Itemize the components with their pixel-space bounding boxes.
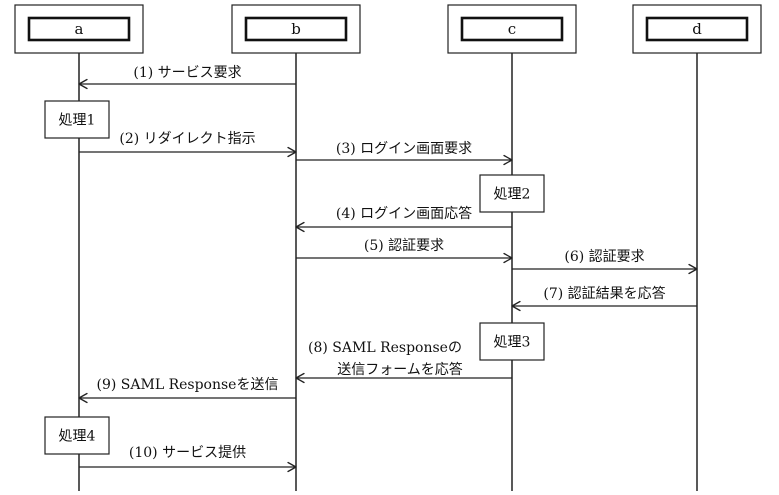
- participant-b: b: [231, 4, 361, 54]
- arrowhead-icon: [287, 146, 297, 158]
- arrowhead-icon: [503, 154, 513, 166]
- message-2: (2) リダイレクト指示: [79, 131, 297, 158]
- processes: 処理1 処理2 処理3 処理4: [44, 100, 545, 455]
- participant-label: b: [291, 20, 301, 38]
- process-label: 処理3: [494, 335, 531, 351]
- participant-label: c: [508, 20, 516, 38]
- process-box: [479, 322, 545, 361]
- message-6: (6) 認証要求: [512, 249, 698, 275]
- message-label: (3) ログイン画面要求: [336, 141, 472, 157]
- process-label: 処理1: [59, 113, 96, 129]
- participant-inner-box: [460, 16, 564, 42]
- message-label: (4) ログイン画面応答: [336, 205, 472, 222]
- arrowhead-icon: [78, 78, 88, 90]
- message-label: (5) 認証要求: [364, 238, 444, 254]
- arrowhead-icon: [511, 300, 521, 312]
- process-box: [44, 100, 110, 139]
- message-label: 送信フォームを応答: [337, 361, 463, 378]
- arrowhead-icon: [688, 263, 698, 275]
- participant-label: a: [75, 20, 84, 38]
- message-7: (7) 認証結果を応答: [511, 285, 697, 312]
- message-9: (9) SAML Responseを送信: [78, 377, 296, 404]
- message-label: (9) SAML Responseを送信: [97, 377, 279, 393]
- message-label: (10) サービス提供: [129, 445, 246, 461]
- message-3: (3) ログイン画面要求: [296, 141, 513, 166]
- participant-inner-box: [645, 16, 749, 42]
- process-box-1: 処理1: [44, 100, 110, 139]
- message-1: (1) サービス要求: [78, 65, 296, 90]
- process-box: [479, 174, 545, 213]
- process-box: [44, 416, 110, 455]
- participant-a: a: [14, 4, 144, 54]
- participant-c: c: [447, 4, 577, 54]
- message-label: (7) 認証結果を応答: [543, 285, 665, 302]
- message-label: (8) SAML Responseの: [308, 340, 462, 356]
- arrowhead-icon: [287, 461, 297, 473]
- participant-inner-box: [244, 16, 348, 42]
- arrowhead-icon: [295, 372, 305, 384]
- arrowhead-icon: [295, 221, 305, 233]
- message-10: (10) サービス提供: [79, 445, 297, 473]
- lifelines: [78, 52, 698, 491]
- message-label: (6) 認証要求: [564, 249, 644, 265]
- participants: a b c d: [14, 4, 762, 54]
- message-4: (4) ログイン画面応答: [295, 205, 512, 233]
- process-box-3: 処理3: [479, 322, 545, 361]
- process-label: 処理4: [59, 429, 96, 445]
- message-5: (5) 認証要求: [296, 238, 513, 264]
- participant-label: d: [692, 20, 702, 38]
- messages: (1) サービス要求 (2) リダイレクト指示 (3) ログイン画面要求 (4) ログ…: [78, 65, 698, 473]
- message-label: (1) サービス要求: [133, 65, 241, 81]
- message-label: (2) リダイレクト指示: [119, 131, 255, 147]
- participant-d: d: [632, 4, 762, 54]
- arrowhead-icon: [503, 252, 513, 264]
- participant-inner-box: [27, 16, 131, 42]
- process-box-4: 処理4: [44, 416, 110, 455]
- process-box-2: 処理2: [479, 174, 545, 213]
- process-label: 処理2: [494, 187, 531, 203]
- arrowhead-icon: [78, 392, 88, 404]
